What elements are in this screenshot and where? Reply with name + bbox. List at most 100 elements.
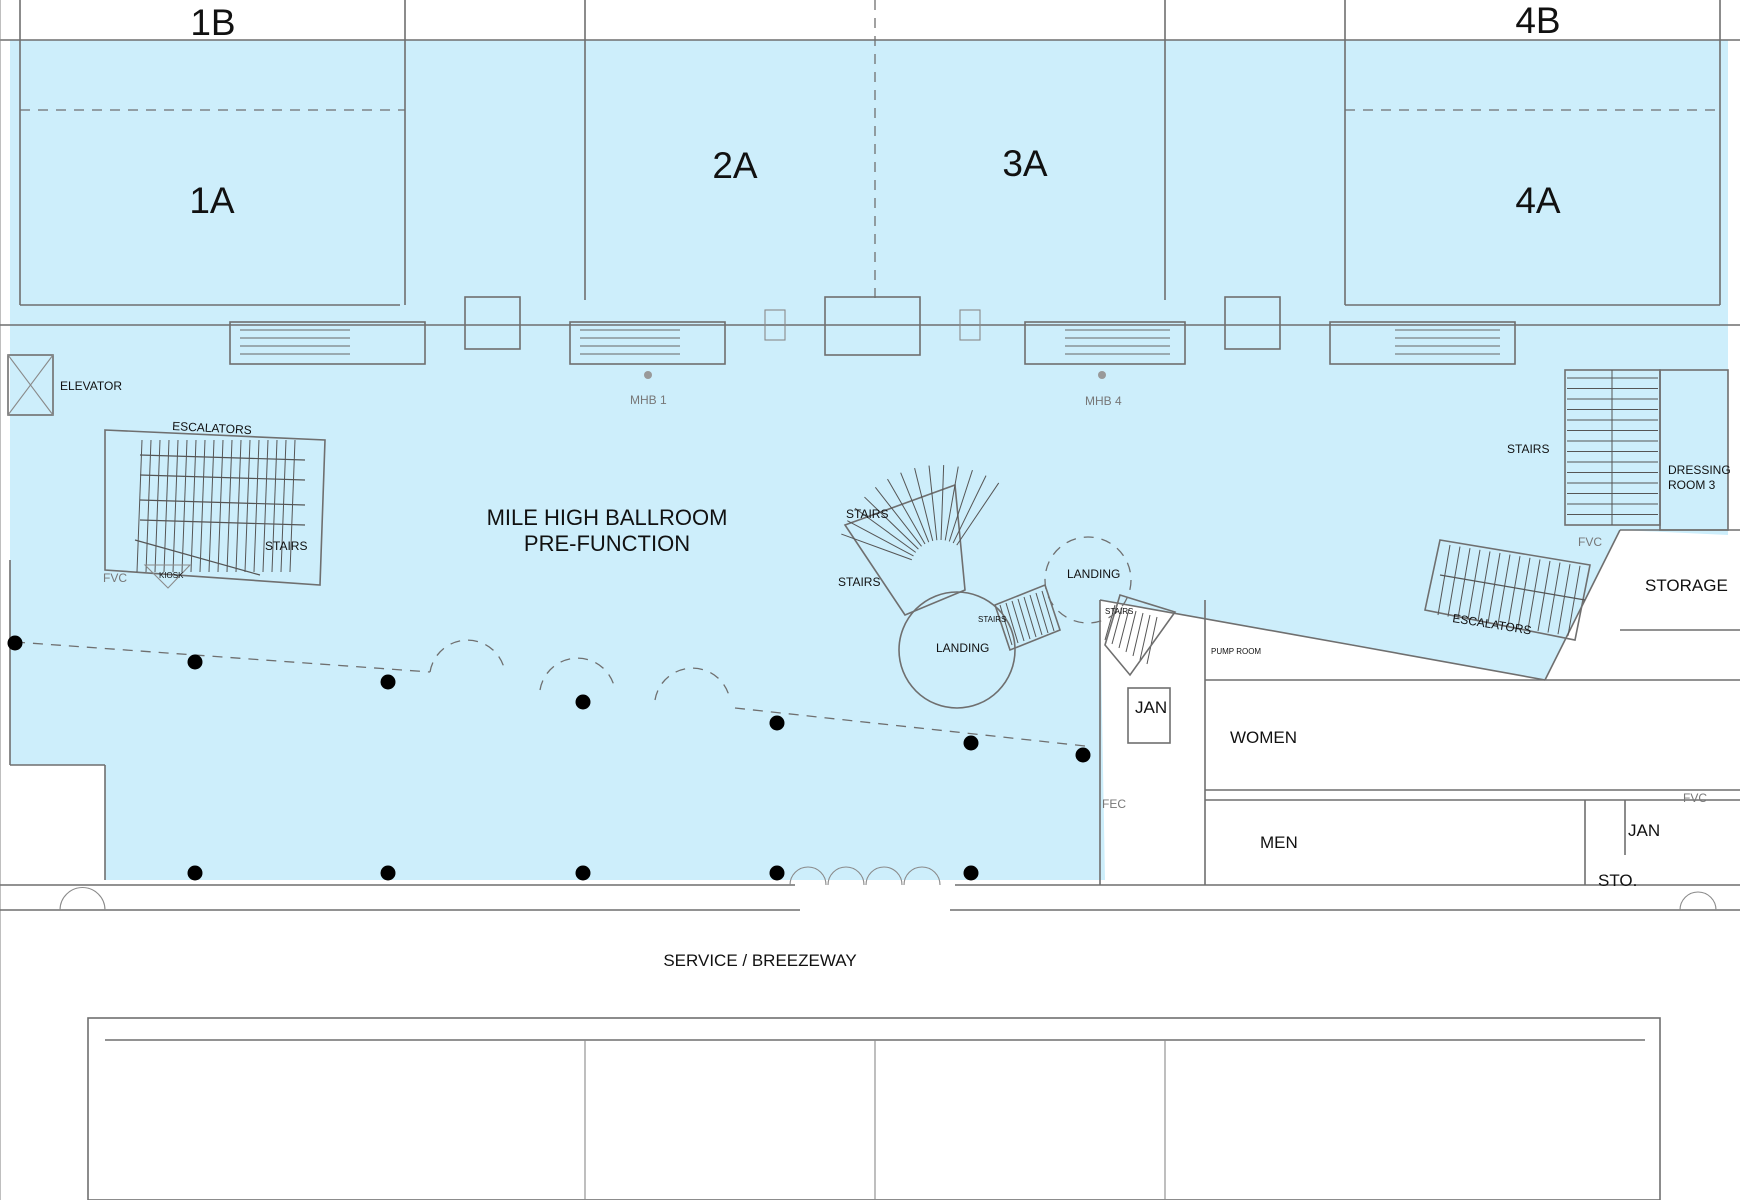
tread [145,439,152,573]
room-1b-label: 1B [190,2,235,43]
tread [289,439,296,573]
tread [1567,565,1581,636]
column [575,694,591,710]
tread [874,486,922,547]
upper-landing [1044,536,1132,624]
room-4a-label: 4A [1515,180,1561,221]
tread [235,439,242,573]
left-escalator-treads [134,439,306,576]
column [769,865,785,881]
tread [1146,616,1158,665]
jan-right-label: JAN [1628,821,1660,840]
tread [914,467,934,542]
room-2a-label: 2A [712,145,758,186]
right-escalators [1424,539,1591,641]
column [963,865,979,881]
tread [244,439,251,573]
tread [1457,548,1471,619]
stairs-center-small1-label: STAIRS [978,615,1006,624]
tread [854,507,917,553]
fan-stair-treads [841,465,1158,665]
tread [940,465,945,541]
fvc-far-right-label: FVC [1683,791,1707,805]
tread [163,439,170,573]
tread [999,604,1013,646]
kiosk-label: KIOSK [159,571,184,580]
stairs-left-label: STAIRS [265,539,307,553]
tread [928,465,938,541]
column [187,654,203,670]
stairs-right-label: STAIRS [1507,442,1549,456]
tread [1467,549,1481,620]
ballroom-service-pods [229,296,1516,365]
ballroom-highlight [10,40,1728,370]
room-4b-label: 4B [1515,0,1560,41]
mhb1-marker [644,371,652,379]
tread [841,533,912,561]
service-breezeway-label: SERVICE / BREEZEWAY [663,951,856,970]
column [380,865,396,881]
tread [1125,610,1137,653]
tread [1132,612,1144,657]
tread [1447,546,1461,617]
bottom-doors [59,866,1717,911]
stairs-center-left-label: STAIRS [838,575,880,589]
escalator-rail [1439,574,1586,601]
prefunction-title-line2: PRE-FUNCTION [524,531,690,556]
landing-lower-label: LANDING [936,641,989,655]
fec-label: FEC [1102,797,1126,811]
jan-center-label: JAN [1135,698,1167,717]
tread [280,439,287,573]
tread [181,439,188,573]
fvc-right-label: FVC [1578,535,1602,549]
tread [1507,556,1521,627]
elevator-label: ELEVATOR [60,379,122,393]
tread [1139,614,1151,661]
columns [7,635,1091,881]
column [963,735,979,751]
storage-label: STORAGE [1645,576,1728,595]
tread [199,439,206,573]
tread [1497,554,1511,625]
pump-room-label: PUMP ROOM [1211,647,1261,656]
column [380,674,396,690]
tread [217,439,224,573]
dashed-partition [14,639,1086,747]
escalator-rail [139,474,306,481]
tread [1017,598,1031,640]
fvc-left-label: FVC [103,571,127,585]
mhb4-marker [1098,371,1106,379]
tread [900,472,930,543]
lower-landing [898,591,1016,709]
tread [154,439,161,573]
women-label: WOMEN [1230,728,1297,747]
left-escalators-stairs [104,429,326,589]
tread [1437,544,1451,616]
tread [952,475,987,544]
tread [190,439,197,573]
tread [948,469,973,542]
column [575,865,591,881]
escalator-rail [139,519,306,526]
tread [172,439,179,573]
escalator-rail [139,454,306,461]
right-stairs [1564,369,1729,531]
tread [864,496,919,550]
column [187,865,203,881]
dressing-room-3-line1: DRESSING [1668,463,1731,477]
column [769,715,785,731]
tread [253,439,260,573]
tread [226,439,233,573]
dressing-room-3-line2: ROOM 3 [1668,478,1716,492]
prefunction-highlight [10,370,1728,880]
tread [1477,551,1491,622]
tread [271,439,278,573]
tread [1487,552,1501,624]
tread [1118,608,1130,649]
tread [887,478,926,545]
mhb4-label: MHB 4 [1085,394,1122,408]
tread [1104,604,1116,641]
stairs-center-small2-label: STAIRS [1105,607,1133,616]
